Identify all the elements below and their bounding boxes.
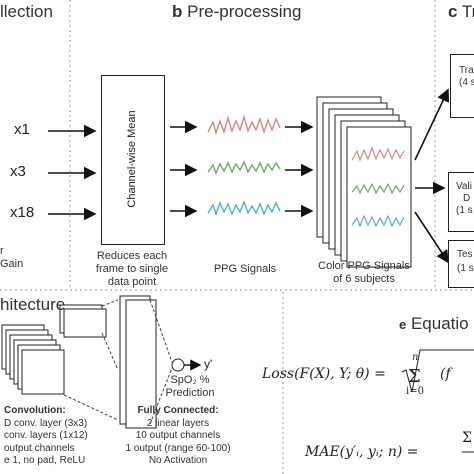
sum-lower-limit: i=0 — [406, 386, 424, 397]
panel-e-title: e Equatio — [399, 314, 469, 334]
ppg-signal-green — [207, 160, 281, 175]
output-node — [171, 358, 185, 372]
conv-line-3: output channels — [4, 442, 75, 454]
validation-box: Vali D (1 s — [448, 172, 474, 232]
panel-e-title-text: Equatio — [410, 314, 469, 333]
panel-c-title-text: Tr — [461, 2, 474, 21]
fc-description: Fully Connected: 2 linear layers 10 outp… — [116, 405, 240, 468]
train-subjects: (4 s — [459, 77, 474, 88]
panel-b-letter: b — [172, 2, 183, 21]
mae-equation-lhs: MAE(y′ᵢ, yᵢ; n) = — [305, 444, 419, 460]
arrow-to-train — [414, 88, 450, 161]
color-caption-line-1: Color PPG Signals — [318, 260, 410, 272]
arrow-to-test — [414, 211, 449, 264]
conv-line-4: e 1, no pad, ReLU — [4, 455, 86, 466]
multiplier-x3: x3 — [10, 163, 26, 180]
panel-c-letter: c — [448, 2, 458, 21]
color-ppg-caption: Color PPG Signals of 6 subjects — [310, 260, 418, 286]
panel-d-title: hitecture — [0, 295, 66, 314]
fc-line-3: 1 output (range 60-100) — [125, 442, 231, 454]
train-box: Tra (4 s — [450, 54, 474, 118]
sum-upper-limit: n — [412, 352, 419, 363]
color-caption-line-2: of 6 subjects — [333, 273, 395, 285]
conv-title: Convolution: — [4, 405, 66, 416]
conv-description: Convolution: D conv. layer (3x3) conv. l… — [4, 405, 88, 468]
sqrt-sign — [401, 349, 474, 393]
panel-e-letter: e — [399, 317, 407, 332]
mean-caption-line-1: Reduces each — [96, 250, 168, 262]
test-subjects: (1 s — [457, 263, 474, 274]
ppg-signal-blue — [207, 200, 281, 217]
test-box: Tes (1 s — [448, 240, 474, 288]
validation-subjects: (1 s — [456, 205, 473, 216]
output-caption-line-1: SpO₂ % — [170, 374, 210, 386]
fc-line-2: 10 output channels — [135, 430, 221, 441]
conv-layer-stack — [1, 304, 107, 395]
ppg-caption: PPG Signals — [213, 263, 277, 275]
ppg-signal-red — [207, 114, 281, 136]
gain-caption: r Gain — [0, 245, 23, 271]
validation-label: Vali — [456, 181, 472, 192]
panel-a-title: llection — [0, 2, 53, 21]
channel-mean-label: Channel-wise Mean — [126, 110, 138, 208]
test-label: Tes — [457, 249, 473, 260]
sum-symbol: Σ — [408, 366, 421, 387]
channel-mean-box — [101, 75, 165, 245]
fc-line-1: 2 linear layers — [146, 417, 210, 429]
multiplier-x18: x18 — [10, 204, 35, 221]
fc-line-4: No Activation — [148, 455, 208, 466]
fully-connected-layer — [119, 295, 157, 429]
mean-caption-line-2: frame to single — [95, 263, 169, 275]
panel-c-title: c Tr — [448, 2, 474, 22]
mae-equation-tail: Σ — [462, 430, 472, 446]
panel-b-title-text: Pre-processing — [187, 2, 302, 21]
validation-label-2: D — [463, 193, 471, 204]
mean-caption: Reduces each frame to single data point — [93, 250, 171, 289]
output-caption-line-2: Prediction — [165, 387, 215, 399]
stacked-ppg-frames — [316, 96, 412, 268]
output-symbol: y' — [204, 357, 213, 371]
panel-b-title: b Pre-processing — [172, 2, 301, 22]
conv-line-2: conv. layers (1x12) — [4, 430, 88, 441]
fc-title: Fully Connected: — [137, 405, 219, 416]
train-label: Tra — [459, 65, 474, 76]
loss-equation-lhs: Loss(F(X), Y; θ) = — [262, 366, 386, 382]
loss-equation-tail: (f — [440, 366, 451, 382]
conv-line-1: D conv. layer (3x3) — [4, 417, 88, 429]
gain-line-1: r — [0, 245, 4, 257]
output-caption: SpO₂ % Prediction — [160, 374, 220, 400]
mean-caption-line-3: data point — [107, 276, 157, 288]
gain-line-2: Gain — [0, 258, 24, 270]
multiplier-x1: x1 — [14, 121, 30, 138]
